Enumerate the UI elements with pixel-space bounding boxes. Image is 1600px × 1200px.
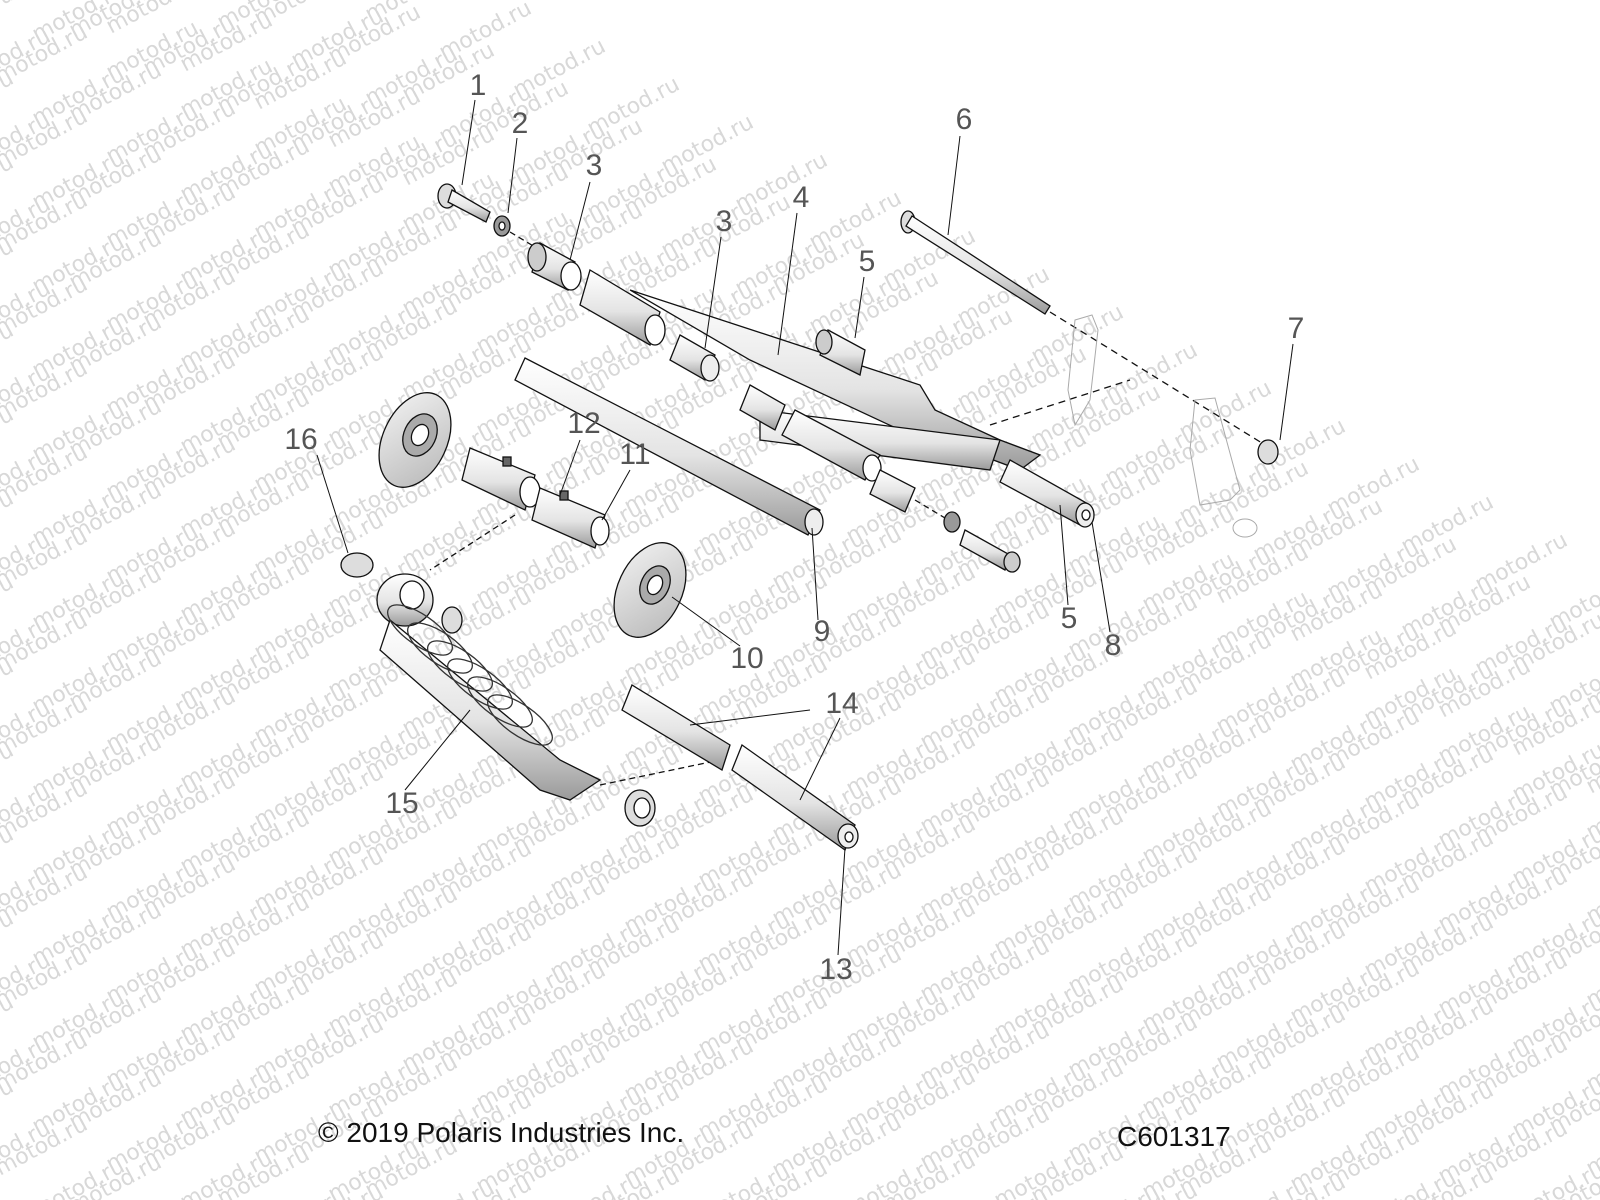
callout-3b: 3	[715, 205, 733, 238]
diagram-code: C601317	[1117, 1121, 1231, 1152]
callout-5b: 5	[1060, 602, 1078, 635]
callout-15: 15	[385, 787, 419, 820]
callout-8: 8	[1104, 629, 1122, 662]
callout-13: 13	[819, 953, 853, 986]
callout-9: 9	[813, 615, 831, 648]
callout-1: 1	[469, 69, 487, 102]
callout-7: 7	[1287, 312, 1305, 345]
callout-5a: 5	[858, 245, 876, 278]
callout-4: 4	[792, 181, 810, 214]
callout-11: 11	[619, 438, 651, 471]
callout-10: 10	[730, 642, 764, 675]
callout-3a: 3	[585, 149, 603, 182]
callout-12: 12	[567, 407, 601, 440]
callout-6: 6	[955, 103, 973, 136]
bolt-1-part	[437, 183, 491, 223]
callout-2: 2	[511, 107, 529, 140]
shock-absorber-part	[376, 573, 602, 801]
copyright-text: © 2019 Polaris Industries Inc.	[318, 1117, 685, 1148]
callout-16: 16	[284, 423, 318, 456]
callout-14: 14	[825, 687, 859, 720]
